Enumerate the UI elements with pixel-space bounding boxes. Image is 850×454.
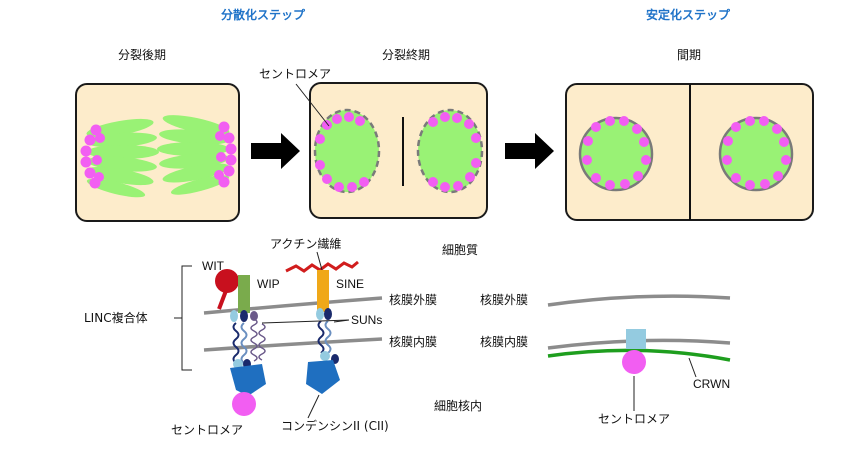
label-outer-membrane-left: 核膜外膜: [389, 293, 437, 307]
centromere-right-molecular: [622, 350, 646, 374]
wit-protein: [215, 269, 239, 309]
inner-membrane-protein: [626, 329, 646, 349]
label-inner-membrane-left: 核膜内膜: [389, 335, 437, 349]
header-dispersion-step: 分散化ステップ: [221, 7, 306, 22]
stage-label-anaphase: 分裂後期: [118, 48, 166, 62]
label-actin-filament: アクチン繊維: [270, 237, 341, 251]
condensin-left: [230, 364, 266, 396]
label-sine: SINE: [336, 277, 364, 291]
label-wit: WIT: [202, 259, 225, 273]
stage-label-telophase: 分裂終期: [382, 47, 430, 62]
header-stabilization-step: 安定化ステップ: [646, 7, 731, 22]
sine-protein: [317, 270, 329, 312]
arrow-right-icon-2: [505, 133, 554, 169]
label-inner-membrane-right: 核膜内膜: [480, 335, 528, 349]
telophase-cell: [310, 83, 487, 218]
label-nucleoplasm: 細胞核内: [434, 399, 482, 413]
anaphase-cell: [76, 84, 239, 221]
sun-complex-left: [230, 310, 265, 369]
outer-nuclear-membrane-left: [204, 298, 382, 313]
stage-label-interphase: 間期: [677, 48, 701, 62]
label-centromere-top: セントロメア: [259, 67, 331, 81]
label-suns: SUNs: [351, 313, 382, 327]
label-crwn: CRWN: [693, 377, 730, 391]
inner-nuclear-membrane-left: [204, 339, 382, 350]
wip-protein: [238, 275, 250, 313]
label-outer-membrane-right: 核膜外膜: [480, 293, 528, 307]
centromere-left-molecular: [232, 392, 256, 416]
label-wip: WIP: [257, 277, 280, 291]
label-condensin: コンデンシンII (CII): [281, 418, 389, 433]
linc-bracket: [182, 266, 192, 370]
condensin-right: [306, 360, 340, 394]
interphase-cell: [566, 84, 813, 220]
label-centromere-bottom-left: セントロメア: [171, 423, 243, 437]
label-centromere-bottom-right: セントロメア: [598, 412, 670, 426]
label-cytoplasm: 細胞質: [442, 242, 478, 257]
outer-nuclear-membrane-right: [548, 296, 730, 305]
label-linc-complex: LINC複合体: [84, 310, 148, 325]
sun-complex-right: [316, 308, 339, 364]
arrow-right-icon: [251, 133, 300, 169]
